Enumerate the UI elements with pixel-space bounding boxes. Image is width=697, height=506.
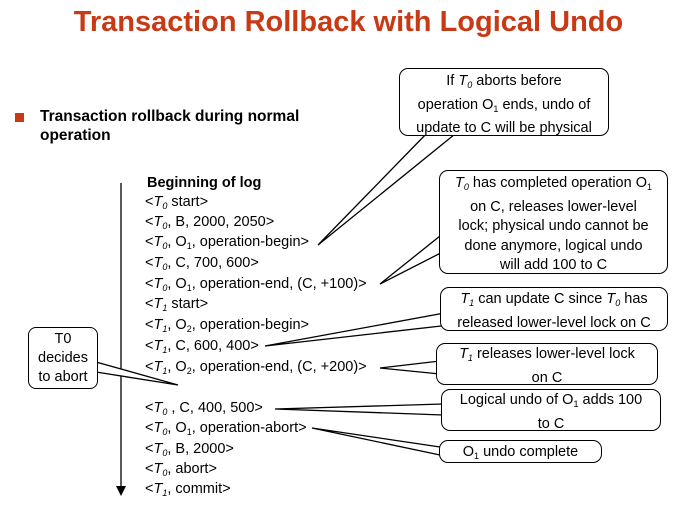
callout-6-pointer	[311, 427, 441, 456]
log-record: <T0, B, 2000, 2050>	[145, 214, 275, 231]
callout-line: will add 100 to C	[499, 257, 608, 273]
callout-undo-complete: O1 undo complete	[439, 440, 602, 463]
t0-box-line: to abort	[38, 369, 88, 385]
callout-line: T1 can update C since T0 has	[460, 291, 648, 308]
callout-physical-undo: If T0 aborts before operation O1 ends, un…	[399, 68, 609, 136]
callout-line: operation O1 ends, undo of	[417, 96, 591, 114]
callout-1-pointer	[317, 129, 461, 246]
page-title: Transaction Rollback with Logical Undo	[73, 6, 624, 38]
t0-box-line: T0	[54, 331, 72, 347]
callout-line: Logical undo of O1 adds 100	[459, 392, 643, 409]
callout-line: T0 has completed operation O1	[454, 175, 653, 192]
log-record: <T0 , C, 400, 500>	[145, 400, 263, 417]
callout-logical-undo: Logical undo of O1 adds 100 to C	[441, 389, 661, 432]
bullet-text: Transaction rollback during normal opera…	[40, 108, 300, 144]
log-record: <T1, O2, operation-end, (C, +200)>	[145, 359, 367, 376]
callout-line: lock; physical undo cannot be	[458, 218, 649, 234]
t0-box-line: decides	[38, 350, 88, 366]
log-record: <T1, O2, operation-begin>	[145, 317, 309, 334]
log-record: <T0, O1, operation-abort>	[145, 420, 307, 437]
log-record: <T1 start>	[145, 296, 209, 313]
callout-logical-undo-reason: T0 has completed operation O1 on C, relea…	[439, 170, 668, 274]
callout-line: done anymore, logical undo	[464, 237, 643, 254]
log-record: <T0 start>	[145, 194, 209, 211]
log-record: <T1, commit>	[145, 481, 231, 498]
bullet-marker	[15, 113, 24, 122]
log-record: <T1, C, 600, 400>	[145, 338, 259, 355]
callout-line: on C, releases lower-level	[470, 198, 637, 215]
callout-t1-release: T1 releases lower-level lock on C	[436, 343, 658, 386]
log-record: <T0, O1, operation-begin>	[145, 234, 309, 251]
t0-box-pointer	[95, 361, 179, 386]
callout-5-pointer	[274, 403, 444, 416]
callout-line: to C	[537, 415, 565, 432]
callout-line: If T0 aborts before	[446, 73, 562, 90]
callout-line: on C	[531, 369, 563, 386]
log-heading: Beginning of log	[147, 175, 262, 191]
log-record: <T0, C, 700, 600>	[145, 255, 259, 272]
callout-4-pointer	[379, 360, 441, 375]
log-record: <T0, B, 2000>	[145, 441, 234, 458]
callout-line: O1 undo complete	[462, 444, 579, 461]
callout-line: update to C will be physical	[416, 120, 592, 136]
log-record: <T0, abort>	[145, 461, 217, 478]
callout-3-pointer	[264, 311, 451, 347]
log-record: <T0, O1, operation-end, (C, +100)>	[145, 276, 367, 293]
timeline-arrowhead	[116, 486, 126, 496]
callout-t1-update: T1 can update C since T0 has released low…	[440, 287, 668, 331]
t0-decides-box: T0 decides to abort	[28, 327, 98, 389]
callout-line: released lower-level lock on C	[457, 314, 651, 331]
callout-line: T1 releases lower-level lock	[459, 346, 635, 363]
